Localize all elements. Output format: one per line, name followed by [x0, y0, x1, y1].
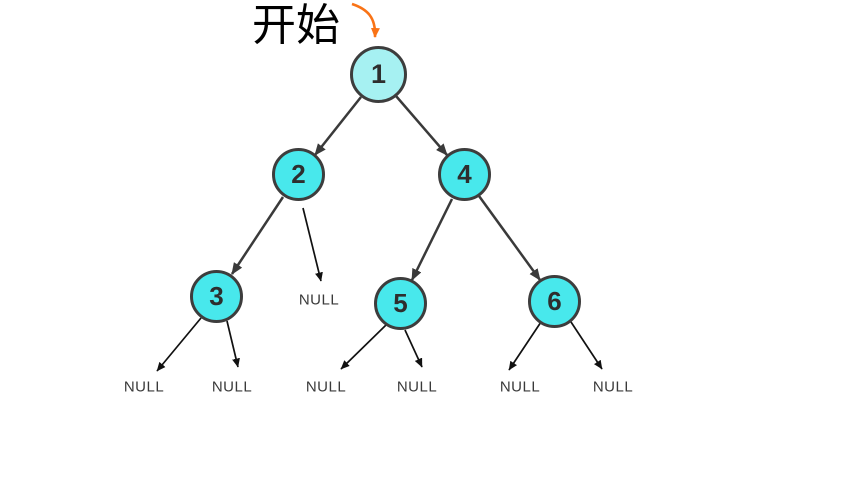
edge-6-to-null-left: [508, 321, 542, 371]
node-label: 3: [209, 281, 224, 311]
null-leaf-label: NULL: [592, 378, 634, 396]
node-label: 4: [457, 159, 472, 189]
null-leaf-label: NULL: [396, 378, 438, 396]
node-label: 6: [547, 286, 562, 316]
tree-node-5: 5: [374, 277, 427, 330]
tree-node-1: 1: [350, 46, 407, 103]
null-leaf-label: NULL: [123, 378, 165, 396]
edge-2-to-3: [230, 196, 285, 275]
edge-4-to-5: [410, 198, 454, 281]
null-leaf-label: NULL: [211, 378, 253, 396]
edge-5-to-null-right: [404, 329, 423, 368]
edge-2-to-null: [302, 207, 323, 282]
edge-1-to-4: [395, 95, 448, 156]
tree-node-4: 4: [438, 148, 491, 201]
node-label: 5: [393, 288, 408, 318]
edge-5-to-null-left: [340, 324, 387, 370]
edge-4-to-6: [477, 195, 542, 281]
tree-node-6: 6: [528, 275, 581, 328]
node-label: 1: [370, 59, 387, 89]
tree-node-3: 3: [190, 270, 243, 323]
edge-3-to-null-right: [226, 320, 240, 368]
null-leaf-label: NULL: [499, 378, 541, 396]
null-leaf-label: NULL: [298, 291, 340, 309]
start-annotation-label: 开始: [252, 1, 340, 50]
edge-1-to-2: [314, 96, 362, 156]
node-label: 2: [291, 159, 306, 189]
edge-3-to-null-left: [156, 317, 202, 372]
tree-node-2: 2: [272, 148, 325, 201]
edge-6-to-null-right: [570, 321, 603, 370]
null-leaf-label: NULL: [305, 378, 347, 396]
start-arrow-icon: [351, 2, 380, 38]
